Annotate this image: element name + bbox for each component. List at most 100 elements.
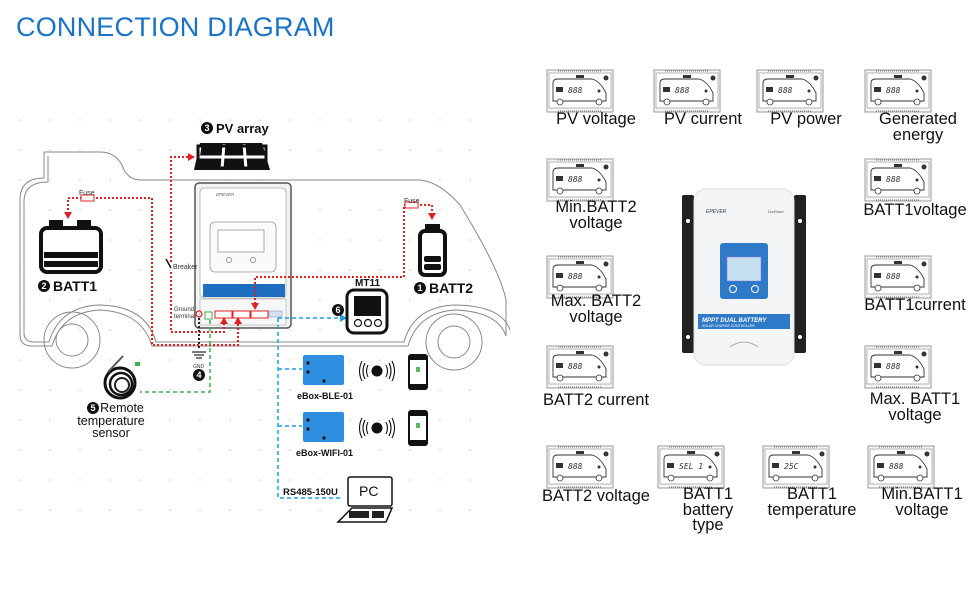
vehicle-outline	[19, 151, 511, 347]
ebox-ble-icon	[303, 355, 344, 385]
grid-dot	[19, 449, 21, 451]
grid-dot	[289, 479, 291, 481]
grid-dot	[19, 479, 21, 481]
grid-dot	[349, 359, 351, 361]
grid-dot	[349, 239, 351, 241]
grid-dot	[139, 389, 141, 391]
grid-dot	[319, 149, 321, 151]
lcd-reading: 888	[886, 175, 901, 184]
grid-dot	[79, 149, 81, 151]
grid-dot	[469, 389, 471, 391]
ebox-wifi-label: eBox-WIFI-01	[296, 448, 354, 458]
grid-dot	[319, 119, 321, 121]
lcd-screen-icon: 888	[546, 158, 614, 202]
badge-gnd	[193, 369, 205, 381]
grid-dot	[409, 509, 411, 511]
grid-dot	[319, 299, 321, 301]
grid-dot	[289, 449, 291, 451]
lcd-reading: 888	[568, 86, 583, 95]
grid-dot	[139, 479, 141, 481]
pc-label: PC	[359, 483, 379, 499]
grid-dot	[49, 329, 51, 331]
lcd-tile-pv-current: 888	[653, 69, 721, 113]
display-mode-label-line: PV current	[664, 110, 742, 128]
lcd-screen-icon: 888	[546, 345, 614, 389]
display-mode-label-line: BATT2 current	[542, 391, 650, 409]
grid-dot	[379, 119, 381, 121]
fuse-left-label: Fuse	[79, 190, 95, 197]
remote-sensor-line2: temperature	[77, 413, 145, 428]
grid-dot	[289, 149, 291, 151]
ebox-ble-label: eBox-BLE-01	[297, 391, 354, 401]
grid-dot	[229, 359, 231, 361]
grid-dot	[49, 449, 51, 451]
grid-dot	[289, 419, 291, 421]
grid-dot	[409, 299, 411, 301]
display-mode-label-line: Generated	[879, 110, 957, 128]
grid-dot	[19, 359, 21, 361]
grid-dot	[169, 149, 171, 151]
grid-dot	[79, 419, 81, 421]
grid-dot	[109, 509, 111, 511]
grid-dot	[439, 119, 441, 121]
grid-dot	[169, 119, 171, 121]
grid-dot	[49, 209, 51, 211]
lcd-screen-icon: 25C	[762, 445, 830, 489]
controller-small: EPEVER	[194, 182, 292, 329]
grid-dot	[19, 179, 21, 181]
grid-dot	[49, 359, 51, 361]
grid-dot	[169, 449, 171, 451]
badge-pv	[201, 122, 213, 134]
grid-dot	[259, 119, 261, 121]
lcd-tile-batt1-battery-type: SEL 1	[657, 445, 725, 489]
lcd-screen-icon: 888	[546, 445, 614, 489]
lcd-screen-icon: 888	[864, 69, 932, 113]
grid-dot	[439, 389, 441, 391]
grid-dot	[379, 209, 381, 211]
grid-dot	[169, 509, 171, 511]
grid-dot	[109, 479, 111, 481]
lcd-tile-max-batt2-voltage: 888	[546, 255, 614, 299]
lcd-reading: 888	[568, 362, 583, 371]
ground-symbol-icon	[192, 351, 206, 359]
badges	[38, 122, 426, 414]
mt11-meter-icon	[345, 288, 389, 335]
grid-dot	[199, 479, 201, 481]
grid-dot	[409, 329, 411, 331]
grid-dot	[469, 479, 471, 481]
controller-brand: EPEVER	[706, 209, 727, 215]
grid-dot	[469, 449, 471, 451]
grid-dot	[229, 419, 231, 421]
display-mode-label-line: type	[692, 516, 724, 534]
grid-dot	[79, 389, 81, 391]
grid-dot	[469, 299, 471, 301]
grid-dot	[139, 269, 141, 271]
grid-dot	[139, 359, 141, 361]
grid-dot	[319, 269, 321, 271]
ground-terminal-line1: Ground	[174, 307, 195, 313]
ebox-wifi-icon	[303, 412, 344, 442]
grid-dot	[469, 269, 471, 271]
lcd-reading: 888	[886, 86, 901, 95]
lcd-tile-pv-power: 888	[756, 69, 824, 113]
grid-dot	[139, 329, 141, 331]
grid-dot	[109, 269, 111, 271]
grid-dot	[469, 239, 471, 241]
grid-dot	[289, 389, 291, 391]
grid-dot	[19, 389, 21, 391]
display-mode-label-line: BATT1	[682, 485, 734, 503]
grid-dot	[109, 209, 111, 211]
grid-dot	[259, 389, 261, 391]
lcd-screen-icon: 888	[653, 69, 721, 113]
grid-dot	[409, 209, 411, 211]
display-mode-label-line: PV power	[770, 110, 842, 128]
grid-dot	[439, 149, 441, 151]
lcd-reading: 888	[568, 175, 583, 184]
grid-dot	[259, 479, 261, 481]
lcd-reading: 888	[889, 462, 904, 471]
lcd-tile-batt2-current: 888	[546, 345, 614, 389]
grid-dot	[409, 269, 411, 271]
grid-dot	[229, 449, 231, 451]
grid-dot	[199, 359, 201, 361]
